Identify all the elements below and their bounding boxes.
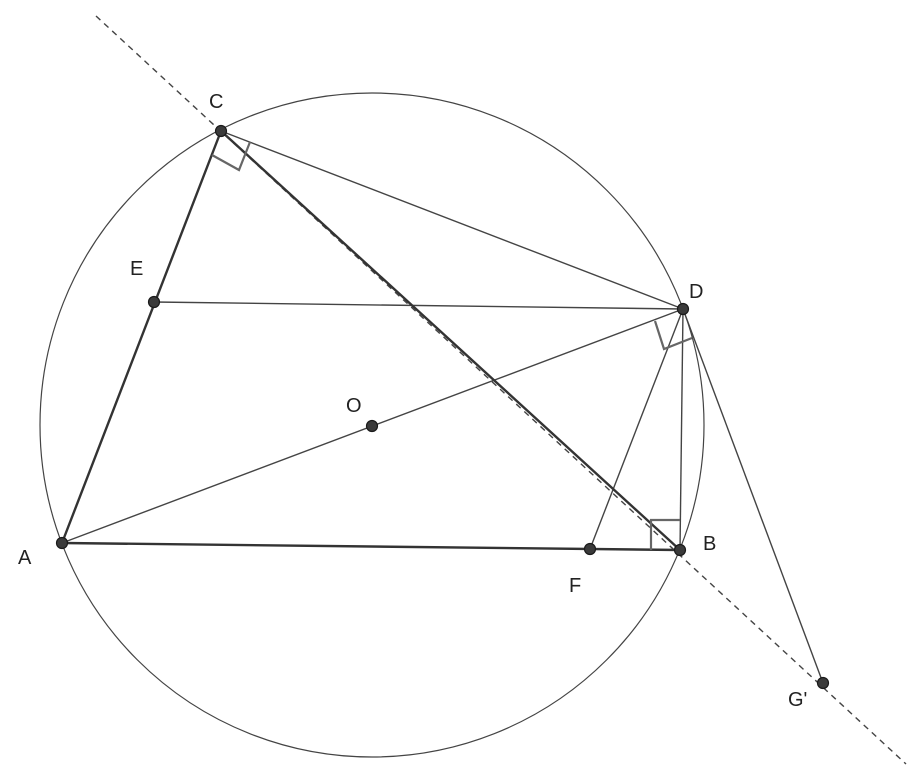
segment-e-d [153, 301, 684, 310]
label-e: E [130, 258, 143, 280]
right-angle-marker-d [653, 320, 693, 351]
point-c [214, 124, 228, 138]
right-angle-marker-c [211, 141, 252, 172]
label-f: F [569, 575, 581, 597]
segment-d-f [589, 308, 684, 550]
segment-a-c [60, 130, 223, 544]
segment-d-g [682, 308, 824, 684]
point-d [676, 302, 690, 316]
segment-c-d [220, 130, 684, 310]
label-g: G' [788, 689, 807, 711]
point-e [147, 295, 161, 309]
segment-c-b [220, 130, 681, 551]
line-cb-extended [95, 15, 907, 765]
segment-a-b [61, 541, 681, 552]
label-b: B [703, 533, 716, 555]
label-c: C [209, 91, 223, 113]
right-angle-marker-b [649, 518, 680, 550]
point-a [55, 536, 69, 550]
circle-o [39, 92, 705, 758]
label-o: O [346, 395, 362, 417]
point-g [816, 676, 830, 690]
point-b [673, 543, 687, 557]
label-a: A [18, 547, 32, 569]
point-o [365, 419, 379, 433]
point-f [583, 542, 597, 556]
label-d: D [689, 281, 703, 303]
segment-d-b [679, 308, 684, 551]
